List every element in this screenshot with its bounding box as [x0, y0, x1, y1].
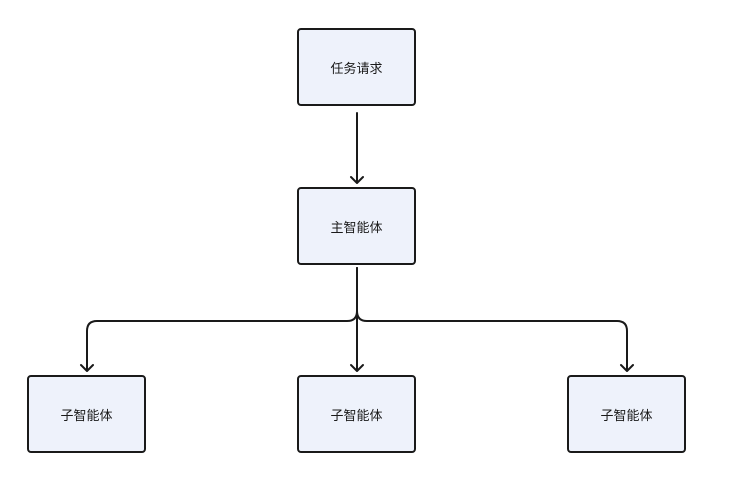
- edge-main-to-sub-right: [356, 267, 634, 372]
- task-request-node: 任务请求: [297, 28, 416, 106]
- edge-task-to-main: [350, 112, 364, 184]
- sub-agent-label-3: 子智能体: [600, 408, 653, 424]
- sub-agent-node-2: 子智能体: [297, 375, 416, 453]
- main-agent-node: 主智能体: [297, 187, 416, 265]
- sub-agent-label-1: 子智能体: [60, 408, 113, 424]
- sub-agent-node-3: 子智能体: [567, 375, 686, 453]
- edge-main-to-sub-left: [80, 267, 358, 372]
- sub-agent-node-1: 子智能体: [27, 375, 146, 453]
- main-agent-label: 主智能体: [330, 220, 383, 236]
- task-request-label: 任务请求: [330, 61, 383, 77]
- sub-agent-label-2: 子智能体: [330, 408, 383, 424]
